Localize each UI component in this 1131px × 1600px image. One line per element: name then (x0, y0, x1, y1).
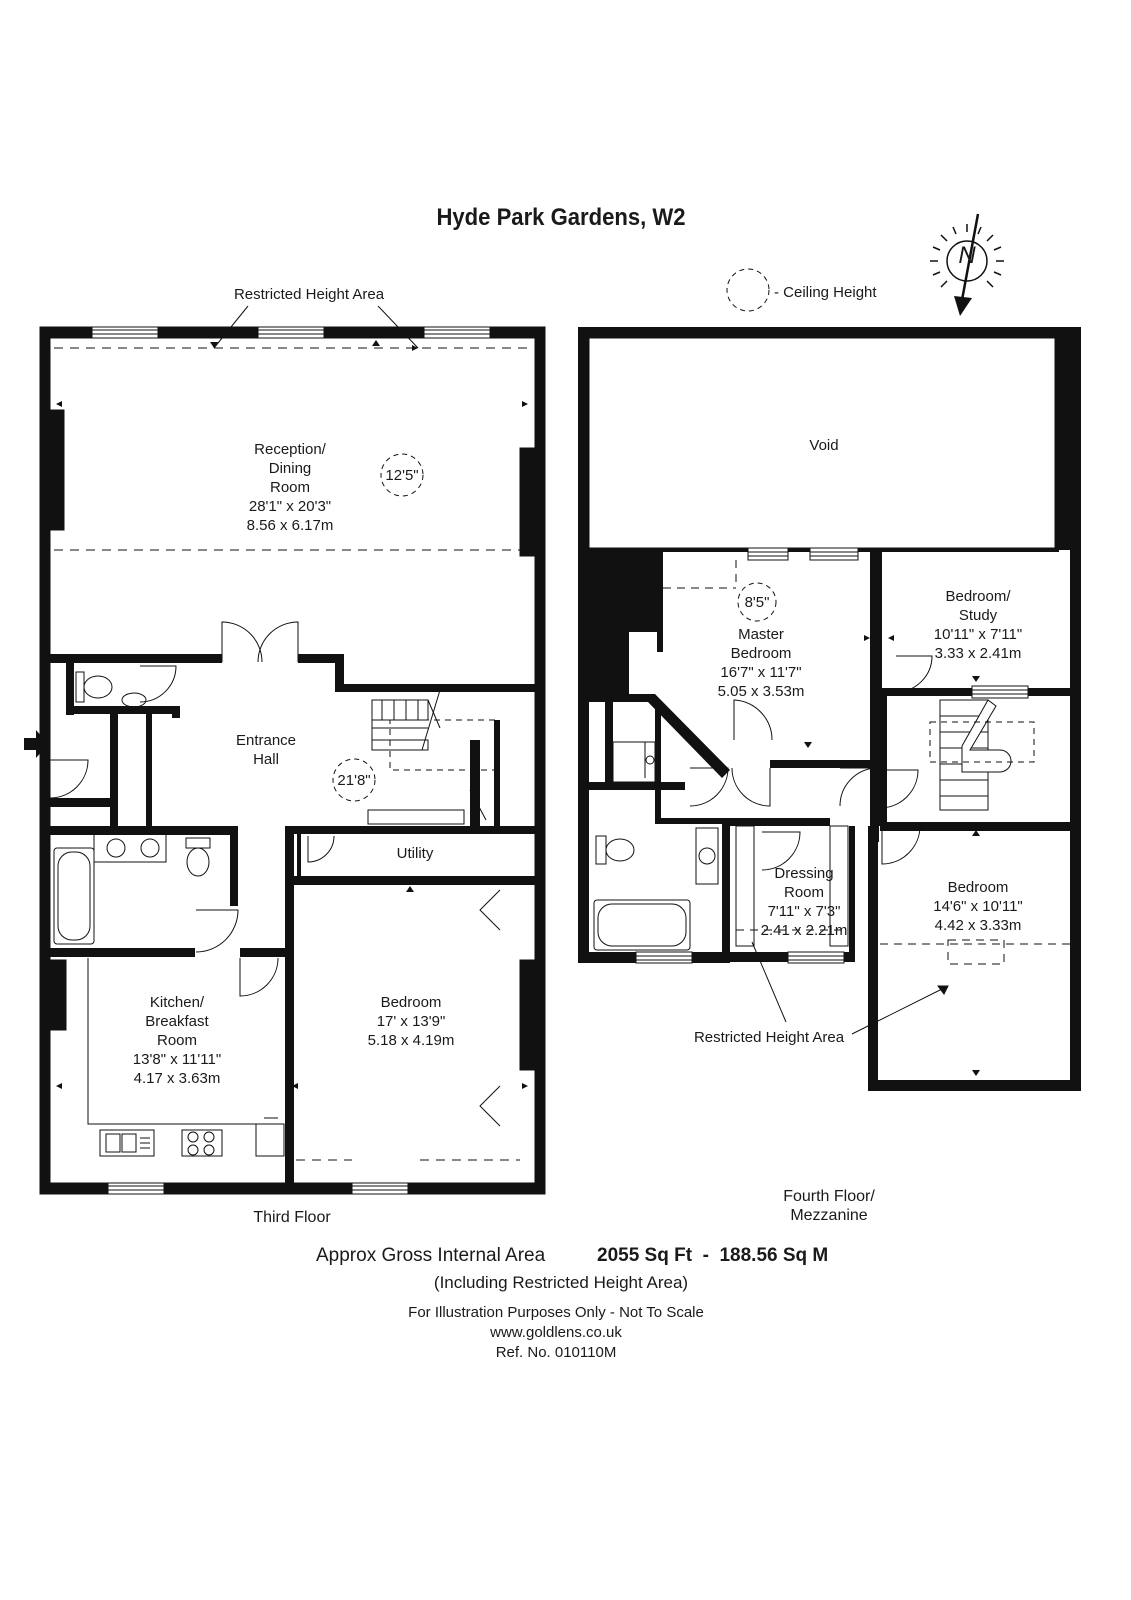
room-dimension-imperial: 13'8" x 11'11" (132, 1051, 222, 1068)
room-reception-dining: Reception/ Dining Room 28'1" x 20'3" 8.5… (247, 440, 334, 535)
reference-number: Ref. No. 010110M (495, 1344, 617, 1361)
fourth-floor-windows (635, 547, 1029, 964)
room-master-bedroom: Master Bedroom 16'7" x 11'7" 5.05 x 3.53… (718, 625, 805, 701)
room-name: Dining (268, 460, 312, 477)
room-dimension-metric: 5.05 x 3.53m (717, 683, 805, 700)
room-bedroom-study: Bedroom/ Study 10'11" x 7'11" 3.33 x 2.4… (934, 587, 1022, 663)
room-bedroom-fourth: Bedroom 14'6" x 10'11" 4.42 x 3.33m (933, 878, 1023, 935)
room-entrance-hall: Entrance Hall (236, 731, 296, 769)
website: www.goldlens.co.uk (490, 1324, 622, 1341)
third-floor-outline (39, 326, 546, 1195)
fourth-floor-fixtures (593, 741, 849, 951)
third-floor-stairs (367, 689, 497, 825)
gross-area-note: (Including Restricted Height Area) (433, 1273, 689, 1292)
floor-name: Fourth Floor/ (783, 1188, 875, 1205)
room-name: Reception/ (254, 441, 326, 458)
room-name: Bedroom (380, 994, 442, 1011)
room-dimension-metric: 3.33 x 2.41m (934, 645, 1022, 662)
room-name: Room (783, 884, 824, 901)
room-dressing: Dressing Room 7'11" x 7'3" 2.41 x 2.21m (761, 864, 848, 940)
room-dimension-imperial: 10'11" x 7'11" (933, 626, 1023, 643)
room-bedroom-third: Bedroom 17' x 13'9" 5.18 x 4.19m (368, 993, 455, 1050)
room-dimension-imperial: 16'7" x 11'7" (720, 664, 802, 681)
floor-label-third: Third Floor (253, 1209, 331, 1226)
compass-label: N (958, 242, 976, 269)
fourth-floor-doors (689, 655, 933, 871)
compass-icon (930, 213, 1004, 316)
restricted-area-pointers (213, 305, 419, 349)
restricted-height-label-bottom: Restricted Height Area (693, 1029, 845, 1046)
room-name: Bedroom/ (945, 588, 1011, 605)
floor-label-fourth: Fourth Floor/ Mezzanine (783, 1187, 875, 1225)
room-utility: Utility (396, 845, 434, 862)
room-dimension-metric: 2.41 x 2.21m (760, 922, 848, 939)
room-name: Breakfast (145, 1013, 209, 1030)
room-name: Room (269, 479, 310, 496)
gross-area-label: Approx Gross Internal Area (316, 1245, 546, 1266)
disclaimer: For Illustration Purposes Only - Not To … (408, 1304, 704, 1321)
ceiling-height-reception: 12'5" (385, 467, 419, 484)
room-dimension-metric: 4.17 x 3.63m (133, 1070, 221, 1087)
ceiling-height-legend: - Ceiling Height (774, 284, 877, 301)
room-dimension-metric: 8.56 x 6.17m (246, 517, 334, 534)
room-name: Bedroom (947, 879, 1009, 896)
room-name: Dressing (774, 865, 834, 882)
room-dimension-imperial: 7'11" x 7'3" (767, 903, 841, 920)
third-floor-fixtures (53, 671, 285, 1157)
room-dimension-imperial: 14'6" x 10'11" (933, 898, 1023, 915)
room-name: Bedroom (730, 645, 792, 662)
page-title: Hyde Park Gardens, W2 (436, 204, 686, 231)
floor-name: Mezzanine (790, 1207, 868, 1224)
gross-area-value: 2055 Sq Ft - 188.56 Sq M (597, 1245, 829, 1266)
ceiling-height-master: 8'5" (744, 594, 770, 611)
third-floor-internal-walls (40, 654, 535, 1186)
ceiling-height-hall: 21'8" (337, 772, 371, 789)
room-dimension-imperial: 28'1" x 20'3" (248, 498, 332, 515)
third-floor-doors (49, 621, 501, 1127)
room-dimension-metric: 4.42 x 3.33m (934, 917, 1022, 934)
room-void: Void (809, 437, 839, 454)
room-name: Room (156, 1032, 198, 1049)
room-name: Entrance (235, 732, 297, 749)
room-name: Study (958, 607, 998, 624)
room-name: Kitchen/ (149, 994, 205, 1011)
room-dimension-imperial: 17' x 13'9" (376, 1013, 446, 1030)
restricted-height-label-top: Restricted Height Area (233, 286, 385, 303)
room-name: Master (738, 626, 784, 643)
fourth-floor-stairs (929, 699, 1035, 811)
room-dimension-metric: 5.18 x 4.19m (367, 1032, 455, 1049)
room-name: Hall (253, 751, 279, 768)
room-kitchen-breakfast: Kitchen/ Breakfast Room 13'8" x 11'11" 4… (133, 993, 221, 1088)
